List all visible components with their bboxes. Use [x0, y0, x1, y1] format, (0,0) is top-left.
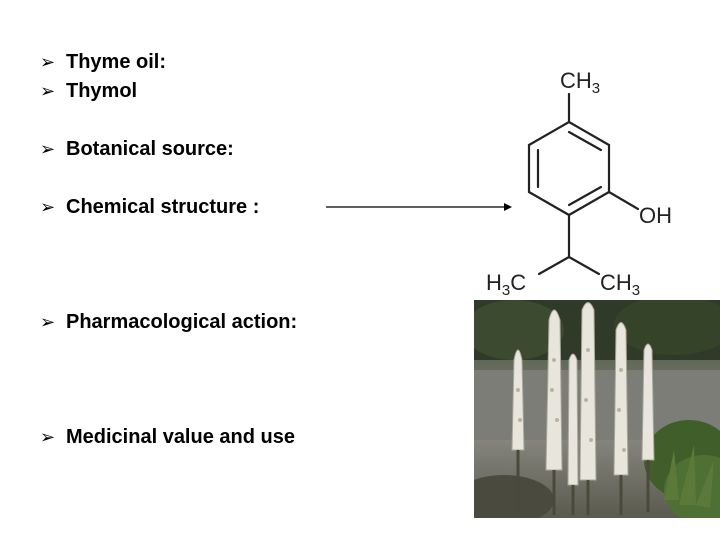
arrowhead-bullet-icon: ➢	[40, 139, 56, 159]
bullet-botanical-source: ➢ Botanical source:	[40, 137, 234, 161]
bullet-label: Pharmacological action:	[66, 311, 298, 333]
arrowhead-bullet-icon: ➢	[40, 81, 56, 101]
bullet-thymol: ➢ Thymol	[40, 79, 137, 103]
arrowhead-bullet-icon: ➢	[40, 197, 56, 217]
arrowhead-bullet-icon: ➢	[40, 312, 56, 332]
thymol-structure-diagram: CH3 OH H3C CH3	[486, 68, 672, 299]
arrowhead-bullet-icon: ➢	[40, 427, 56, 447]
bullet-chemical-structure: ➢ Chemical structure :	[40, 195, 259, 219]
bullet-label: Thymol	[66, 80, 138, 102]
arrowhead-bullet-icon: ➢	[40, 52, 56, 72]
bullet-label: Chemical structure :	[66, 196, 260, 218]
thyme-plant-photo	[474, 300, 720, 518]
bullet-label: Thyme oil:	[66, 51, 167, 73]
bullet-label: Medicinal value and use	[66, 426, 295, 448]
bullet-thyme-oil: ➢ Thyme oil:	[40, 50, 166, 74]
bullet-pharmacological-action: ➢ Pharmacological action:	[40, 310, 297, 334]
pointer-arrow	[326, 203, 512, 211]
bullet-medicinal-value: ➢ Medicinal value and use	[40, 425, 295, 449]
methyl-top-label: CH3	[560, 68, 600, 97]
methyl-right-label: CH3	[600, 270, 640, 299]
hydroxyl-label: OH	[639, 203, 672, 228]
methyl-left-label: H3C	[486, 270, 526, 299]
bullet-label: Botanical source:	[66, 138, 234, 160]
